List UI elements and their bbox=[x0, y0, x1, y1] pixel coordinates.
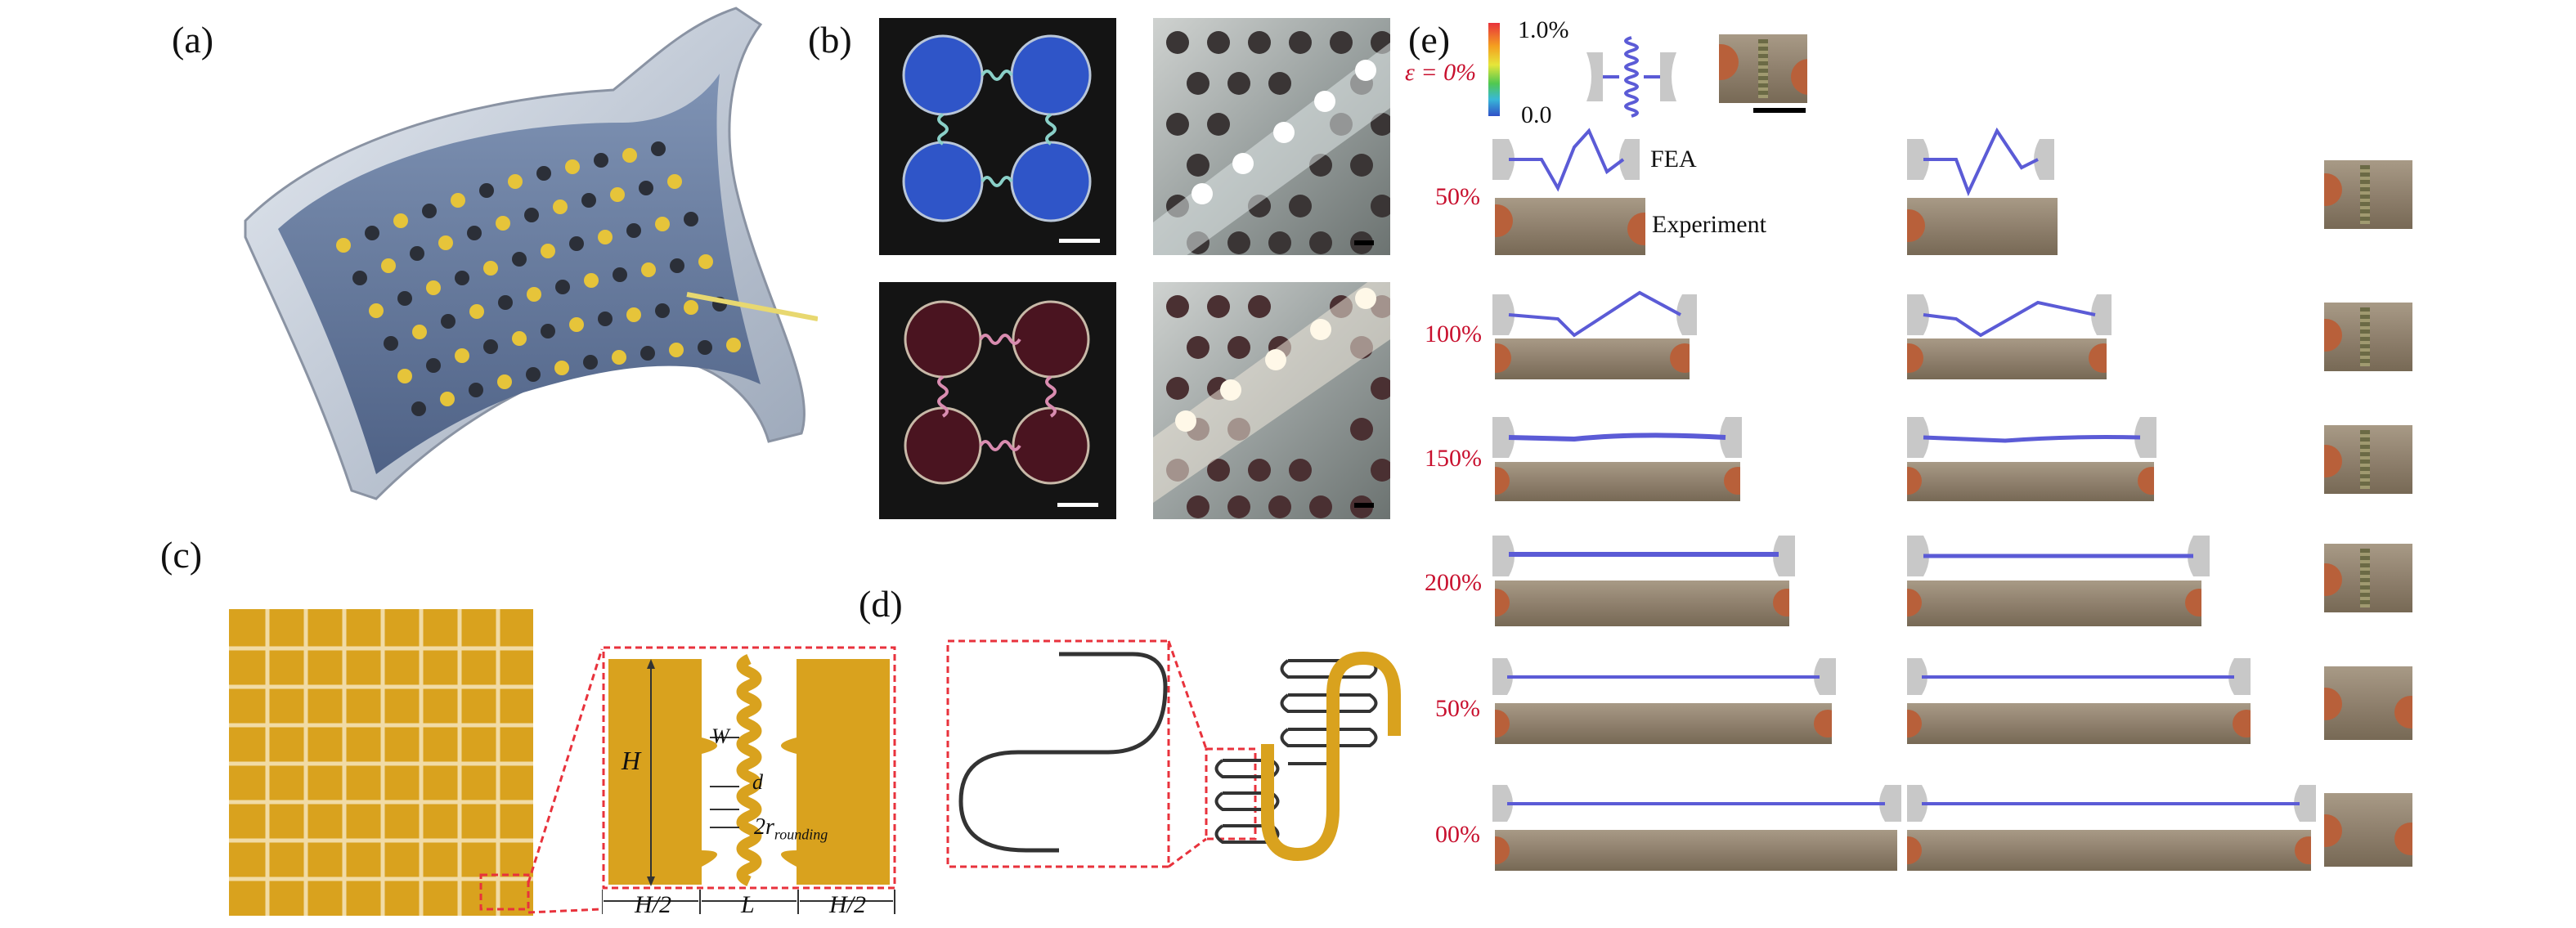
photo-row-1-col-2 bbox=[1907, 198, 2058, 255]
strain-header: ε = 0% bbox=[1405, 59, 1477, 86]
dim-W: W bbox=[711, 724, 729, 748]
fea-row-2-col-1 bbox=[1492, 290, 1697, 338]
micrograph-reflective-strip-1 bbox=[1153, 18, 1390, 255]
scale-bar bbox=[1057, 503, 1098, 507]
serpentine-diagram bbox=[946, 639, 1401, 868]
photo-row-3-col-3 bbox=[2324, 425, 2412, 494]
scale-bar bbox=[1354, 503, 1374, 508]
zoom-connector-c bbox=[527, 648, 604, 914]
photo-row-4-col-2 bbox=[1907, 581, 2201, 626]
colorbar-max-label: 1.0% bbox=[1518, 16, 1569, 43]
island-bridge-array bbox=[229, 609, 533, 916]
photo-row-6-col-1 bbox=[1495, 830, 1897, 871]
colorbar-min-label: 0.0 bbox=[1521, 101, 1552, 128]
photo-row-1-col-3 bbox=[2324, 160, 2412, 229]
fea-row-4-col-2 bbox=[1907, 536, 2210, 576]
dim-2r-subscript: rounding bbox=[774, 826, 828, 843]
fea-row-2-col-2 bbox=[1907, 294, 2112, 338]
dim-half-H-right: H/2 bbox=[829, 891, 866, 918]
panel-label-a: (a) bbox=[172, 19, 214, 61]
photo-row-3-col-1 bbox=[1495, 462, 1740, 501]
fea-label: FEA bbox=[1650, 146, 1697, 173]
strain-row-5: 50% bbox=[1435, 695, 1480, 722]
photo-row-3-col-2 bbox=[1907, 462, 2154, 501]
photo-row-5-col-3 bbox=[2324, 666, 2412, 740]
micrograph-blue-islands bbox=[879, 18, 1116, 255]
fea-row-6-col-2 bbox=[1907, 785, 2316, 822]
scale-bar bbox=[1059, 239, 1100, 243]
fea-row-4-col-1 bbox=[1492, 536, 1795, 576]
fea-row-3-col-1 bbox=[1492, 417, 1742, 458]
unit-cell-detail: H W d 2rrounding bbox=[602, 646, 896, 916]
dim-d: d bbox=[752, 770, 763, 794]
dim-2r: 2rrounding bbox=[754, 814, 828, 844]
photo-row-5-col-1 bbox=[1495, 703, 1832, 744]
photo-row-5-col-2 bbox=[1907, 703, 2251, 744]
panel-label-d: (d) bbox=[859, 583, 903, 625]
dim-half-H-left: H/2 bbox=[635, 891, 671, 918]
photo-row-4-col-1 bbox=[1495, 581, 1789, 626]
micrograph-red-islands bbox=[879, 282, 1116, 519]
panel-label-b: (b) bbox=[808, 19, 852, 61]
fea-row-6-col-1 bbox=[1492, 785, 1901, 822]
panel-label-c: (c) bbox=[160, 534, 203, 576]
photo-row-1-col-1 bbox=[1495, 198, 1645, 255]
photo-row-6-col-2 bbox=[1907, 830, 2311, 871]
dim-H: H bbox=[622, 746, 641, 775]
micrograph-reflective-strip-2 bbox=[1153, 282, 1390, 519]
photo-row-2-col-3 bbox=[2324, 303, 2412, 371]
fea-row-3-col-2 bbox=[1907, 417, 2156, 458]
scale-bar bbox=[1354, 240, 1374, 245]
undeformed-serpentine-photo bbox=[1719, 34, 1807, 103]
panel-label-e: (e) bbox=[1408, 19, 1451, 61]
scale-bar bbox=[1753, 108, 1806, 113]
stretchable-device-illustration bbox=[244, 7, 818, 500]
photo-row-4-col-3 bbox=[2324, 544, 2412, 612]
fea-row-1-col-2 bbox=[1907, 127, 2054, 196]
photo-row-2-col-1 bbox=[1495, 338, 1690, 379]
colorbar bbox=[1488, 23, 1500, 116]
strain-row-1: 50% bbox=[1435, 183, 1480, 210]
experiment-label: Experiment bbox=[1652, 211, 1766, 238]
photo-row-2-col-2 bbox=[1907, 338, 2107, 379]
strain-row-6: 00% bbox=[1435, 821, 1480, 848]
photo-row-6-col-3 bbox=[2324, 793, 2412, 867]
fea-row-5-col-2 bbox=[1907, 658, 2251, 695]
dim-L: L bbox=[741, 891, 755, 918]
fea-row-1-col-1 bbox=[1492, 128, 1640, 192]
strain-row-3: 150% bbox=[1425, 445, 1482, 472]
fea-row-5-col-1 bbox=[1492, 658, 1836, 695]
undeformed-serpentine-fea bbox=[1586, 36, 1676, 118]
strain-row-4: 200% bbox=[1425, 569, 1482, 596]
dim-2r-prefix: 2r bbox=[754, 814, 774, 840]
strain-row-2: 100% bbox=[1425, 321, 1482, 347]
